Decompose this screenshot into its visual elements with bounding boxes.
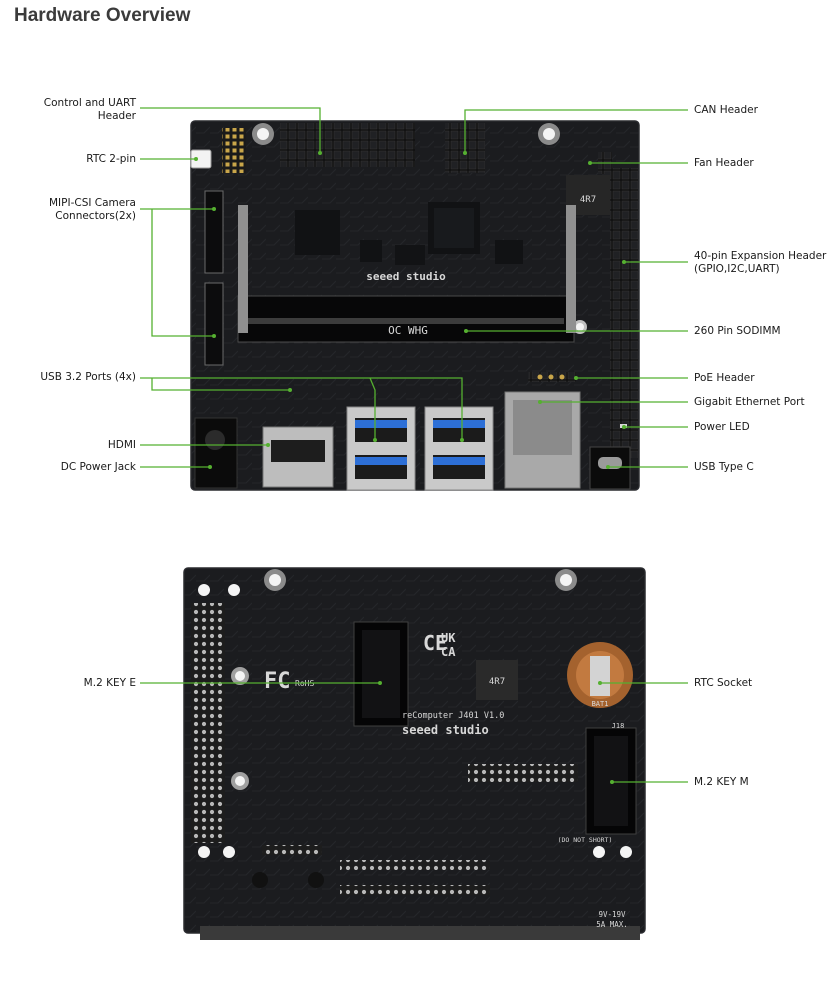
- label-hdmi: HDMI: [108, 439, 136, 452]
- top-board: 4R7 seeed studio OC WHG: [190, 120, 640, 491]
- label-hdmi-line1: HDMI: [107, 439, 136, 451]
- label-power-led: Power LED: [694, 421, 750, 434]
- bottom-callout-dots: [378, 681, 614, 784]
- label-rtc-socket-line1: RTC Socket: [694, 677, 753, 689]
- m2m-ref-text: J18: [612, 722, 625, 730]
- label-dc-jack-line1: DC Power Jack: [60, 461, 136, 473]
- label-can-header-line1: CAN Header: [694, 104, 758, 116]
- label-m2-key-m-line1: M.2 KEY M: [694, 776, 749, 788]
- label-usb32: USB 3.2 Ports (4x): [40, 371, 136, 384]
- label-fan-header: Fan Header: [694, 157, 754, 170]
- label-fan-header-line1: Fan Header: [694, 157, 754, 169]
- ce-mark: CE: [423, 631, 447, 655]
- inductor-top-text: 4R7: [580, 195, 596, 205]
- inductor-bottom-text: 4R7: [489, 677, 505, 687]
- bottom-board: BAT1 J18 4R7 CE UK CA FC RoHS reComputer…: [183, 567, 646, 940]
- uk-mark: UK: [441, 631, 456, 645]
- page-title: Hardware Overview: [14, 5, 191, 26]
- label-poe: PoE Header: [694, 372, 755, 385]
- label-ethernet-line1: Gigabit Ethernet Port: [694, 396, 805, 408]
- label-ethernet: Gigabit Ethernet Port: [694, 396, 805, 409]
- label-m2-key-e: M.2 KEY E: [84, 677, 136, 690]
- brand-top-text: seeed studio: [366, 270, 446, 283]
- sodimm-mark-text: OC WHG: [388, 324, 428, 337]
- label-can-header: CAN Header: [694, 104, 758, 117]
- label-rtc-2pin: RTC 2-pin: [86, 153, 136, 166]
- label-usb-c: USB Type C: [694, 461, 754, 474]
- label-rtc-socket: RTC Socket: [694, 677, 752, 690]
- label-sodimm: 260 Pin SODIMM: [694, 325, 781, 338]
- top-callout-lines: [140, 107, 688, 468]
- label-sodimm-line1: 260 Pin SODIMM: [694, 325, 781, 337]
- label-control-uart-line2: Header: [97, 110, 136, 122]
- label-expansion-line2: (GPIO,I2C,UART): [694, 263, 780, 275]
- label-mipi-csi-line1: MIPI-CSI Camera: [48, 197, 136, 209]
- brand-bottom-text: seeed studio: [402, 723, 489, 737]
- current-text: 5A MAX.: [596, 920, 628, 929]
- bottom-callout-lines: [140, 682, 688, 783]
- dc-warning-text: (DO NOT SHORT): [558, 836, 613, 844]
- label-dc-jack: DC Power Jack: [61, 461, 136, 474]
- label-control-uart: Control and UART Header: [44, 97, 136, 123]
- label-poe-line1: PoE Header: [694, 372, 755, 384]
- voltage-text: 9V-19V: [598, 910, 626, 919]
- model-text: reComputer J401 V1.0: [402, 711, 504, 721]
- label-expansion: 40-pin Expansion Header (GPIO,I2C,UART): [694, 250, 826, 276]
- label-usb-c-line1: USB Type C: [694, 461, 754, 473]
- label-mipi-csi-line2: Connectors(2x): [55, 210, 136, 222]
- ca-mark: CA: [441, 645, 456, 659]
- top-callout-dots: [194, 151, 626, 469]
- label-usb32-line1: USB 3.2 Ports (4x): [40, 371, 136, 383]
- label-m2-key-e-line1: M.2 KEY E: [83, 677, 136, 689]
- label-mipi-csi: MIPI-CSI Camera Connectors(2x): [49, 197, 136, 223]
- label-control-uart-line1: Control and UART: [43, 97, 136, 109]
- rtc-ref-text: BAT1: [592, 700, 609, 708]
- label-power-led-line1: Power LED: [694, 421, 750, 433]
- label-m2-key-m: M.2 KEY M: [694, 776, 749, 789]
- fcc-mark: FC: [264, 669, 291, 694]
- label-expansion-line1: 40-pin Expansion Header: [694, 250, 827, 262]
- label-rtc-2pin-line1: RTC 2-pin: [86, 153, 136, 165]
